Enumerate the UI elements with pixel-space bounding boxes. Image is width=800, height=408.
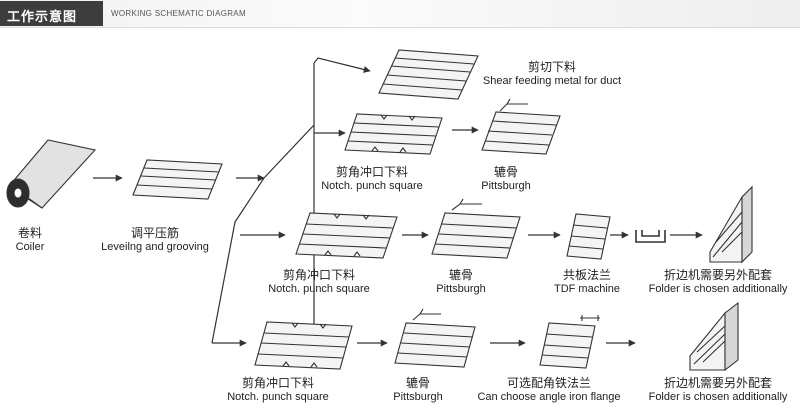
sheet-notch-3	[254, 321, 353, 370]
duct-illustration-1	[709, 185, 753, 264]
sheet-angle-iron	[539, 315, 600, 369]
sheet-shear	[378, 49, 479, 100]
sheet-pittsburgh-3	[394, 308, 476, 368]
header-title-tab: 工作示意图	[0, 1, 103, 26]
duct-illustration-2	[689, 301, 739, 372]
sheet-notch-2	[295, 212, 398, 259]
header-bar: 工作示意图 WORKING SCHEMATIC DIAGRAM	[0, 0, 800, 28]
sheet-leveling	[132, 159, 223, 200]
header-title-en: WORKING SCHEMATIC DIAGRAM	[111, 9, 246, 18]
header-title-cn: 工作示意图	[7, 9, 78, 24]
flange-profile	[635, 230, 666, 243]
sheet-pittsburgh-1	[481, 98, 561, 155]
flow-arrows	[93, 57, 703, 347]
coil-illustration	[6, 139, 97, 209]
sheet-tdf	[566, 213, 611, 260]
sheet-notch-1	[344, 113, 443, 155]
header-divider	[0, 27, 800, 28]
sheet-pittsburgh-2	[431, 198, 521, 259]
